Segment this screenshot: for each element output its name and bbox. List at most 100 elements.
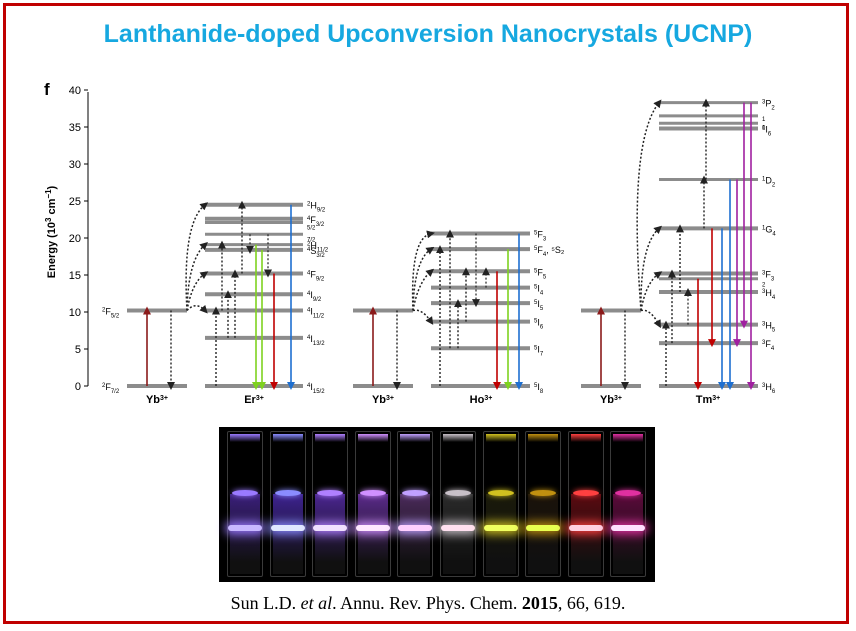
label-sub: 7 bbox=[540, 351, 544, 357]
cuvette-liquid bbox=[230, 494, 260, 574]
label-sub: 4 bbox=[543, 252, 547, 258]
label-sub: 5 bbox=[772, 328, 776, 334]
slide-title: Lanthanide-doped Upconversion Nanocrysta… bbox=[103, 20, 753, 48]
ion-label: Tm3+ bbox=[696, 394, 720, 406]
label-main: D bbox=[765, 176, 772, 186]
cuvette-meniscus bbox=[274, 490, 301, 496]
energy-transfer-curve bbox=[186, 271, 209, 311]
label-sub: 8 bbox=[540, 389, 544, 395]
level-label: 5I5 bbox=[534, 299, 544, 312]
ion-symbol: Tm bbox=[696, 394, 713, 406]
level-label: 2F7/2 bbox=[102, 382, 120, 395]
y-tick-label: 25 bbox=[69, 196, 81, 208]
label-main: F bbox=[537, 267, 543, 277]
label-main: H bbox=[310, 201, 317, 211]
y-tick-label: 10 bbox=[69, 307, 81, 319]
label-main: H bbox=[765, 382, 772, 392]
label-sub: 2 bbox=[772, 183, 776, 189]
energy-transfer-curve bbox=[411, 230, 435, 311]
ion-symbol: Yb bbox=[600, 394, 614, 406]
label-left: 2 bbox=[102, 383, 106, 389]
label-sub: 7/2 bbox=[111, 389, 120, 395]
label-left: 4 bbox=[307, 271, 311, 277]
energy-transfer-curve bbox=[636, 99, 662, 311]
level-label: 4I15/2 bbox=[307, 382, 325, 395]
label-sub: 9/2 bbox=[313, 297, 322, 303]
level-label: 1D2 bbox=[762, 176, 776, 189]
label-left: 2 bbox=[307, 202, 311, 208]
cuvette-liquid bbox=[443, 494, 473, 574]
label-left: 3 bbox=[762, 322, 766, 328]
ion-symbol: Er bbox=[244, 394, 256, 406]
label-main: I bbox=[310, 334, 313, 344]
label-left: 5 bbox=[534, 300, 538, 306]
level-label: 4F9/2 bbox=[307, 270, 325, 283]
cuvette-liquid bbox=[570, 494, 601, 574]
level-label: 4I13/2 bbox=[307, 334, 325, 347]
ion-labels: Yb3+Yb3+Yb3+Er3+Ho3+Tm3+ bbox=[146, 394, 720, 406]
level-label: 5/2 bbox=[307, 225, 316, 231]
label-left: 5 bbox=[534, 285, 538, 291]
label-main: I bbox=[537, 299, 540, 309]
level-label: 2 bbox=[762, 283, 766, 289]
label-sub: 5 bbox=[540, 306, 544, 312]
y-tick-label: 40 bbox=[69, 85, 81, 97]
label-main: F bbox=[537, 230, 543, 240]
label-main: I bbox=[310, 382, 313, 392]
level-label: 3H6 bbox=[762, 382, 776, 395]
cuvette bbox=[397, 431, 434, 577]
label-main: H bbox=[765, 288, 772, 298]
label-left: 3 bbox=[762, 271, 766, 277]
citation-year: 2015 bbox=[521, 593, 558, 613]
ion-label: Yb3+ bbox=[146, 394, 168, 406]
laser-beam bbox=[398, 525, 433, 531]
cuvette-top bbox=[613, 434, 644, 442]
citation-rest: , 66, 619. bbox=[557, 593, 626, 613]
label-sub: 11/2 bbox=[313, 314, 325, 320]
laser-beam bbox=[441, 525, 475, 531]
label-main: I bbox=[537, 318, 540, 328]
level-label: 5I7 bbox=[534, 344, 544, 357]
label-left: 1 bbox=[762, 225, 766, 231]
label-main: S bbox=[310, 246, 316, 256]
cuvette-liquid bbox=[315, 494, 346, 574]
cuvette-meniscus bbox=[317, 490, 344, 496]
cuvette bbox=[312, 431, 349, 577]
level-label: 4I9/2 bbox=[307, 290, 322, 303]
laser-beam bbox=[313, 525, 348, 531]
level-label: 1G4 bbox=[762, 224, 776, 237]
cuvette-meniscus bbox=[487, 490, 514, 496]
label-left: 1 bbox=[762, 177, 766, 183]
ion-symbol: Yb bbox=[372, 394, 386, 406]
label-sub: 3/2 bbox=[316, 222, 325, 228]
laser-beam bbox=[270, 525, 305, 531]
ion-label: Yb3+ bbox=[600, 394, 622, 406]
level-label: 3P2 bbox=[762, 99, 775, 112]
label-sub: 4 bbox=[772, 231, 776, 237]
ion-symbol: Ho bbox=[470, 394, 485, 406]
cuvette-liquid bbox=[528, 494, 559, 574]
ion-charge: 3+ bbox=[614, 395, 622, 402]
label-left: 5 bbox=[534, 319, 538, 325]
label-sub: 11/2 bbox=[317, 248, 329, 254]
label-sub: 9/2 bbox=[317, 208, 326, 214]
label-sub: 4 bbox=[540, 291, 544, 297]
label-sub: 4 bbox=[772, 295, 776, 301]
label-left: 4 bbox=[307, 308, 311, 314]
label-left: 3 bbox=[762, 289, 766, 295]
label-main: F bbox=[765, 339, 771, 349]
label-left: 5 bbox=[534, 246, 538, 252]
label-sub: 2 bbox=[771, 106, 775, 112]
label-sub: 1 bbox=[762, 117, 766, 123]
level-label: 1 bbox=[762, 117, 766, 123]
cuvette-top bbox=[315, 434, 346, 442]
cuvette bbox=[440, 431, 476, 577]
label-main: F bbox=[310, 270, 316, 280]
cuvette bbox=[354, 431, 391, 577]
ion-charge: 3+ bbox=[712, 395, 720, 402]
ion-charge: 3+ bbox=[160, 395, 168, 402]
level-label: 4F3/2 bbox=[307, 215, 325, 228]
citation-etal: et al bbox=[300, 593, 333, 613]
